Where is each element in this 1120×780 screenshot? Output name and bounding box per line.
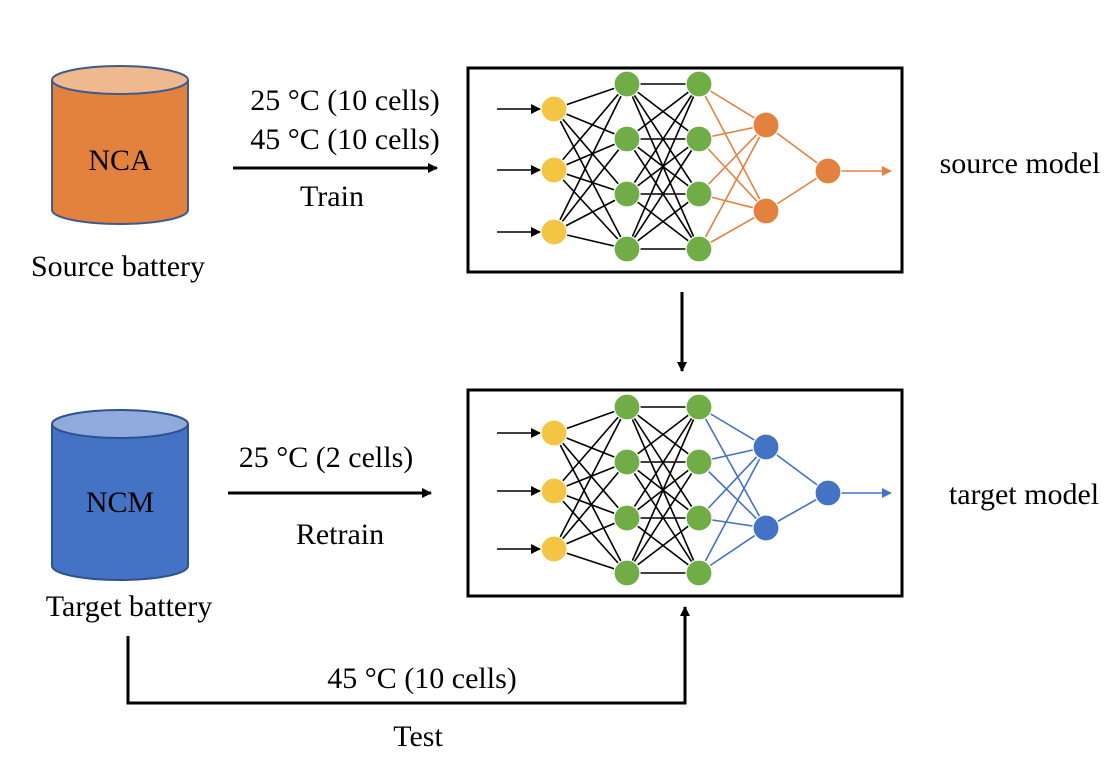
network-edge xyxy=(553,432,628,519)
hidden-node xyxy=(613,70,641,98)
target-model-label: target model xyxy=(949,478,1099,511)
target-cylinder-top xyxy=(51,409,189,439)
network-edge xyxy=(626,83,700,195)
hidden-node xyxy=(685,70,713,98)
hidden-node xyxy=(613,559,641,587)
input-node xyxy=(540,477,568,505)
hidden-node xyxy=(685,235,713,263)
input-node xyxy=(540,535,568,563)
output-node xyxy=(752,433,780,461)
network-edge xyxy=(698,461,767,529)
input-node xyxy=(540,218,568,246)
network-edge xyxy=(626,138,700,250)
network-edge xyxy=(626,517,700,574)
hidden-node xyxy=(685,559,713,587)
input-node xyxy=(540,95,568,123)
network-edge xyxy=(553,406,628,550)
network-edge xyxy=(626,406,700,463)
network-edge xyxy=(553,461,628,550)
test-label: Test xyxy=(393,720,443,753)
source-cylinder-label: NCA xyxy=(88,144,152,177)
hidden-node xyxy=(613,504,641,532)
network-edge xyxy=(698,446,767,574)
hidden-node xyxy=(685,125,713,153)
network-edge xyxy=(553,108,628,250)
network-edge xyxy=(698,138,767,212)
target-condition: 25 °C (2 cells) xyxy=(239,441,413,474)
network-edge xyxy=(626,83,700,250)
network-edge xyxy=(553,169,628,250)
network-edge xyxy=(553,83,628,171)
hidden-node xyxy=(613,125,641,153)
target-cylinder-body xyxy=(51,424,189,581)
target-battery-label: Target battery xyxy=(46,590,212,623)
network-edge xyxy=(698,83,767,212)
network-edge xyxy=(553,406,628,492)
test-condition: 45 °C (10 cells) xyxy=(327,662,516,695)
hidden-node xyxy=(685,448,713,476)
hidden-node xyxy=(613,448,641,476)
hidden-node xyxy=(613,393,641,421)
network-edge xyxy=(626,83,700,140)
target-battery-cylinder: NCM xyxy=(51,409,189,581)
target-neural-network xyxy=(497,393,892,587)
hidden-node xyxy=(685,393,713,421)
network-edge xyxy=(553,432,628,574)
network-edge xyxy=(698,406,767,529)
network-edge xyxy=(698,124,767,250)
test-path-arrow xyxy=(126,606,690,705)
source-battery-cylinder: NCA xyxy=(51,65,189,225)
hidden-node xyxy=(613,235,641,263)
retrain-label: Retrain xyxy=(296,518,384,551)
network-edge xyxy=(553,138,628,233)
source-condition-1: 25 °C (10 cells) xyxy=(250,84,439,117)
output-node xyxy=(752,197,780,225)
network-edge xyxy=(626,461,700,574)
source-cylinder-top xyxy=(51,65,189,95)
network-edge xyxy=(626,193,700,250)
network-edge xyxy=(553,490,628,574)
hidden-node xyxy=(685,504,713,532)
source-model-label: source model xyxy=(940,147,1101,180)
target-cylinder-label: NCM xyxy=(86,486,154,519)
network-edge xyxy=(698,124,767,195)
output-node xyxy=(752,111,780,139)
input-node xyxy=(540,156,568,184)
train-label: Train xyxy=(300,180,364,213)
source-battery-label: Source battery xyxy=(31,250,205,283)
network-edge xyxy=(553,108,628,195)
hidden-node xyxy=(685,180,713,208)
input-node xyxy=(540,419,568,447)
hidden-node xyxy=(613,180,641,208)
output-node xyxy=(814,479,842,507)
output-node xyxy=(814,157,842,185)
source-neural-network xyxy=(497,70,892,263)
network-edge xyxy=(626,406,700,574)
network-edge xyxy=(626,406,700,519)
network-edge xyxy=(698,446,767,519)
network-edge xyxy=(553,83,628,233)
network-edge xyxy=(553,193,628,233)
source-cylinder-body xyxy=(51,80,189,225)
source-condition-2: 45 °C (10 cells) xyxy=(250,123,439,156)
output-node xyxy=(752,514,780,542)
